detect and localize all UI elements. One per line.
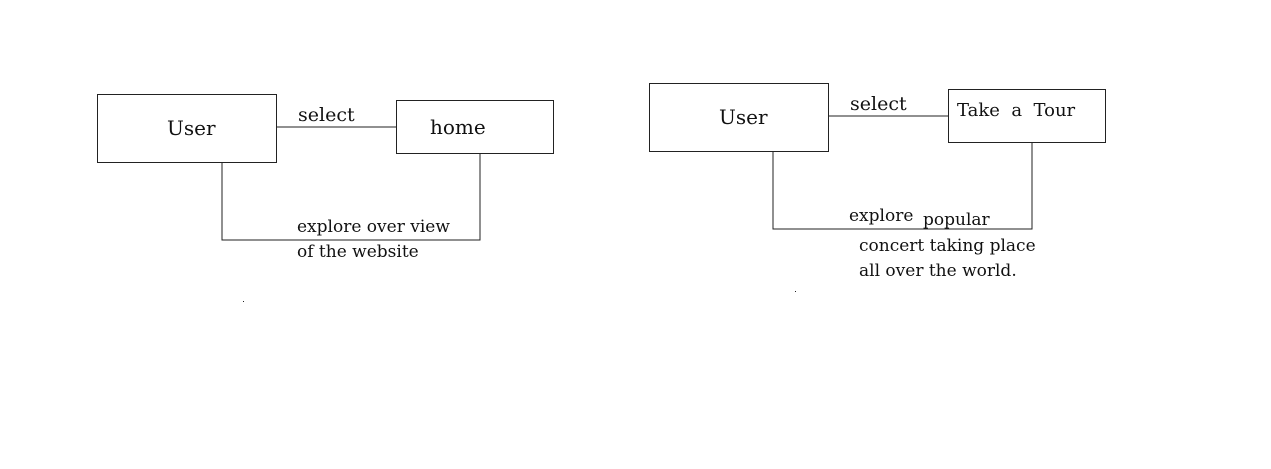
d1-user-box: User <box>97 94 277 163</box>
d1-home-label: home <box>430 115 486 139</box>
d1-explore-line1: explore over view <box>297 217 450 237</box>
d1-stray-dot <box>243 301 244 302</box>
d2-explore-line3: all over the world. <box>859 261 1017 281</box>
d2-explore-line2: concert taking place <box>859 236 1036 256</box>
d2-tour-box: Take a Tour <box>948 89 1106 143</box>
d2-explore-connector <box>772 142 1033 230</box>
d2-user-box: User <box>649 83 829 152</box>
d2-tour-label: Take a Tour <box>957 100 1076 121</box>
d1-select-label: select <box>298 104 355 126</box>
d1-user-label: User <box>167 116 216 140</box>
d1-explore-line2: of the website <box>297 242 419 262</box>
d1-explore-connector <box>221 153 481 241</box>
d2-select-label: select <box>850 93 907 115</box>
d2-stray-dot <box>795 291 796 292</box>
d2-explore-word1: explore <box>849 206 914 226</box>
d2-explore-word2: popular <box>923 210 990 230</box>
d2-user-label: User <box>719 105 768 129</box>
d1-home-box: home <box>396 100 554 154</box>
